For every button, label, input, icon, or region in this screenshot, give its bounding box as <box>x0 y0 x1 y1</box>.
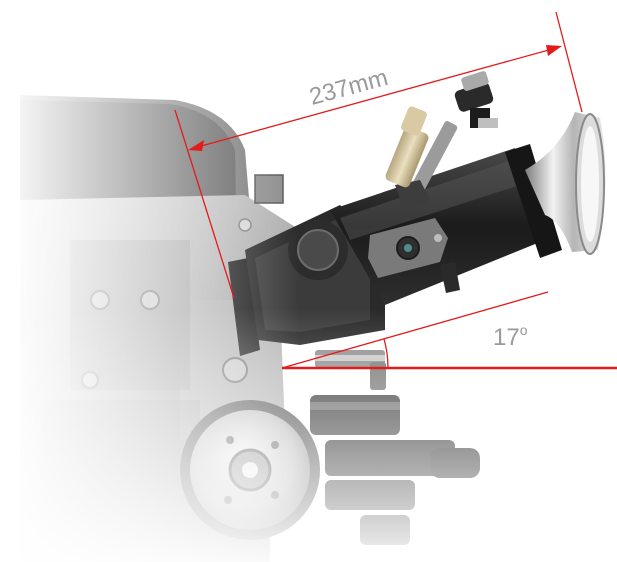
length-arrowhead-left <box>188 140 204 151</box>
angle-value: 17 <box>493 324 520 351</box>
angle-arc <box>383 338 389 369</box>
length-arrowhead-right <box>546 45 562 56</box>
dimension-annotations <box>174 11 617 370</box>
runner-axis-line <box>281 291 549 369</box>
angle-unit-symbol: o <box>520 322 528 338</box>
length-dimension-line <box>193 47 557 149</box>
angle-label: 17o <box>493 322 528 351</box>
left-reference-line <box>174 109 235 299</box>
right-reference-line <box>555 11 583 113</box>
